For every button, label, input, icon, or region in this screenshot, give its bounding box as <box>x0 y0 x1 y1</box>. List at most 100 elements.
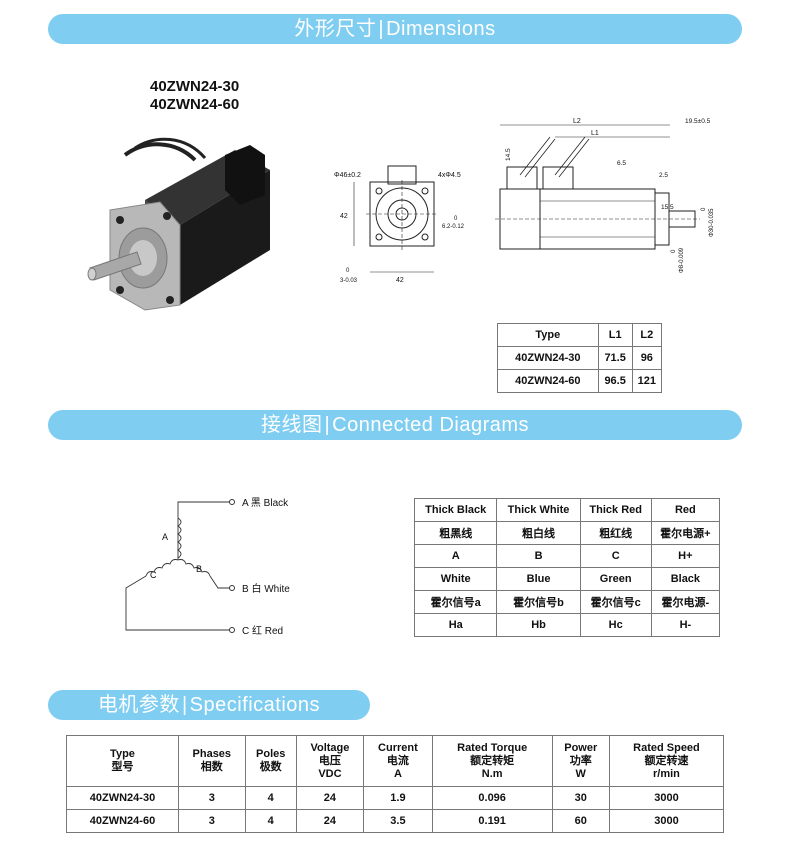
wiring-b-label: B 白 White <box>242 582 290 595</box>
connected-title-sep: | <box>324 414 331 436</box>
spec-header-en: Current <box>378 741 418 754</box>
spec-cell: 0.096 <box>431 786 553 810</box>
dim-cell: 96 <box>631 346 663 370</box>
spec-header-cn: 相数 <box>200 761 223 773</box>
spec-header-unit: W <box>575 767 586 780</box>
spec-cell: 24 <box>295 809 365 833</box>
front-bottom-dim: 42 <box>396 277 404 284</box>
table-row: 40ZWN24-30 71.5 96 <box>497 346 663 370</box>
table-row: 霍尔信号a 霍尔信号b 霍尔信号c 霍尔电源- <box>413 590 721 614</box>
table-row: Ha Hb Hc H- <box>413 613 721 637</box>
wiring-coil-c: C <box>150 570 157 580</box>
conn-cell: Ha <box>413 613 498 637</box>
connected-title-en: Connected Diagrams <box>332 414 530 436</box>
spec-header-unit: VDC <box>318 767 342 780</box>
table-row: A B C H+ <box>413 544 721 568</box>
specifications-title-sep: | <box>181 694 188 716</box>
side-l2: L2 <box>573 118 581 125</box>
table-row: Thick Black Thick White Thick Red Red <box>413 498 721 522</box>
front-bottom-left: 3-0.03 <box>340 278 358 284</box>
conn-cell: Red <box>650 498 721 522</box>
spec-header-cn: 功率 <box>569 754 592 767</box>
spec-cell: 3 <box>177 809 246 833</box>
specifications-banner: 电机参数|Specifications <box>48 690 370 720</box>
conn-cell: B <box>496 544 581 568</box>
side-dim-8-top: 0 <box>671 249 677 253</box>
dimension-table: Type L1 L2 40ZWN24-30 71.5 96 40ZWN24-60… <box>497 323 663 393</box>
table-row: 40ZWN24-60 3 4 24 3.5 0.191 60 3000 <box>66 809 725 833</box>
spec-header-cn: 额定转矩 <box>470 754 515 767</box>
side-shaft-len: 19.5±0.5 <box>685 118 711 125</box>
wiring-a-label: A 黑 Black <box>242 497 289 509</box>
front-bottom-left-top: 0 <box>346 268 350 274</box>
wiring-coil-b: B <box>196 564 202 574</box>
spec-cell: 3000 <box>608 809 725 833</box>
conn-cell: Blue <box>496 567 581 591</box>
spec-cell: 24 <box>295 786 365 810</box>
spec-header-unit: N.m <box>481 767 503 780</box>
table-row: 40ZWN24-60 96.5 121 <box>497 369 663 393</box>
table-row: 40ZWN24-30 3 4 24 1.9 0.096 30 3000 <box>66 786 725 810</box>
spec-cell: 4 <box>244 786 297 810</box>
dim-header-type: Type <box>497 323 599 347</box>
wiring-diagram: A B C A 黑 Black B 白 White C 红 Red <box>125 497 290 637</box>
spec-header-en: Phases <box>192 748 232 760</box>
conn-cell: Thick Black <box>413 498 498 522</box>
wiring-c-label: C 红 Red <box>242 624 283 637</box>
conn-cell: A <box>413 544 498 568</box>
dimension-table-header: Type L1 L2 <box>497 323 663 347</box>
front-view-drawing: Φ46±0.2 4xΦ4.5 42 42 0 6.2-0.12 0 3-0.03 <box>334 165 465 284</box>
front-flange-dia: Φ46±0.2 <box>334 172 361 179</box>
spec-cell: 4 <box>244 809 297 833</box>
spec-cell: 60 <box>551 809 610 833</box>
conn-cell: H- <box>650 613 721 637</box>
conn-cell: 粗黑线 <box>413 521 498 545</box>
side-dim-14-5: 14.5 <box>505 148 512 161</box>
motor-photo <box>87 137 270 311</box>
spec-cell: 40ZWN24-60 <box>66 809 179 833</box>
conn-cell: 粗白线 <box>496 521 581 545</box>
front-shaft-tol: 6.2-0.12 <box>442 224 465 230</box>
model-name-2: 40ZWN24-60 <box>150 96 240 113</box>
spec-cell: 30 <box>551 786 610 810</box>
connected-banner: 接线图|Connected Diagrams <box>48 410 742 440</box>
side-dim-8: Φ8-0.009 <box>679 247 685 273</box>
specifications-title-en: Specifications <box>189 694 321 716</box>
conn-cell: 粗红线 <box>579 521 652 545</box>
spec-header-cn: 电流 <box>386 754 409 767</box>
side-dim-6-5: 6.5 <box>617 160 626 167</box>
conn-cell: Hc <box>579 613 652 637</box>
conn-cell: Green <box>579 567 652 591</box>
dimensions-title-sep: | <box>378 18 385 40</box>
side-l1: L1 <box>591 130 599 137</box>
front-holes: 4xΦ4.5 <box>438 172 461 179</box>
spec-cell: 3.5 <box>363 809 433 833</box>
conn-cell: White <box>413 567 498 591</box>
connected-title-cn: 接线图 <box>260 414 323 436</box>
spec-header-cn: 额定转速 <box>644 754 689 767</box>
spec-header-cn: 电压 <box>318 754 341 767</box>
conn-cell: Thick Red <box>579 498 652 522</box>
conn-cell: C <box>579 544 652 568</box>
dim-header-l2: L2 <box>631 323 663 347</box>
dim-cell: 121 <box>631 369 663 393</box>
dim-header-l1: L1 <box>597 323 633 347</box>
front-shaft-top: 0 <box>454 216 458 222</box>
spec-header-cn: 极数 <box>259 761 282 773</box>
conn-cell: 霍尔信号b <box>496 590 581 614</box>
spec-cell: 1.9 <box>363 786 433 810</box>
dimensions-title-cn: 外形尺寸 <box>294 18 377 40</box>
spec-header-unit: r/min <box>653 767 680 780</box>
conn-cell: Black <box>650 567 721 591</box>
connection-table: Thick Black Thick White Thick Red Red 粗黑… <box>413 498 721 637</box>
spec-cell: 40ZWN24-30 <box>66 786 179 810</box>
dim-cell: 96.5 <box>597 369 633 393</box>
